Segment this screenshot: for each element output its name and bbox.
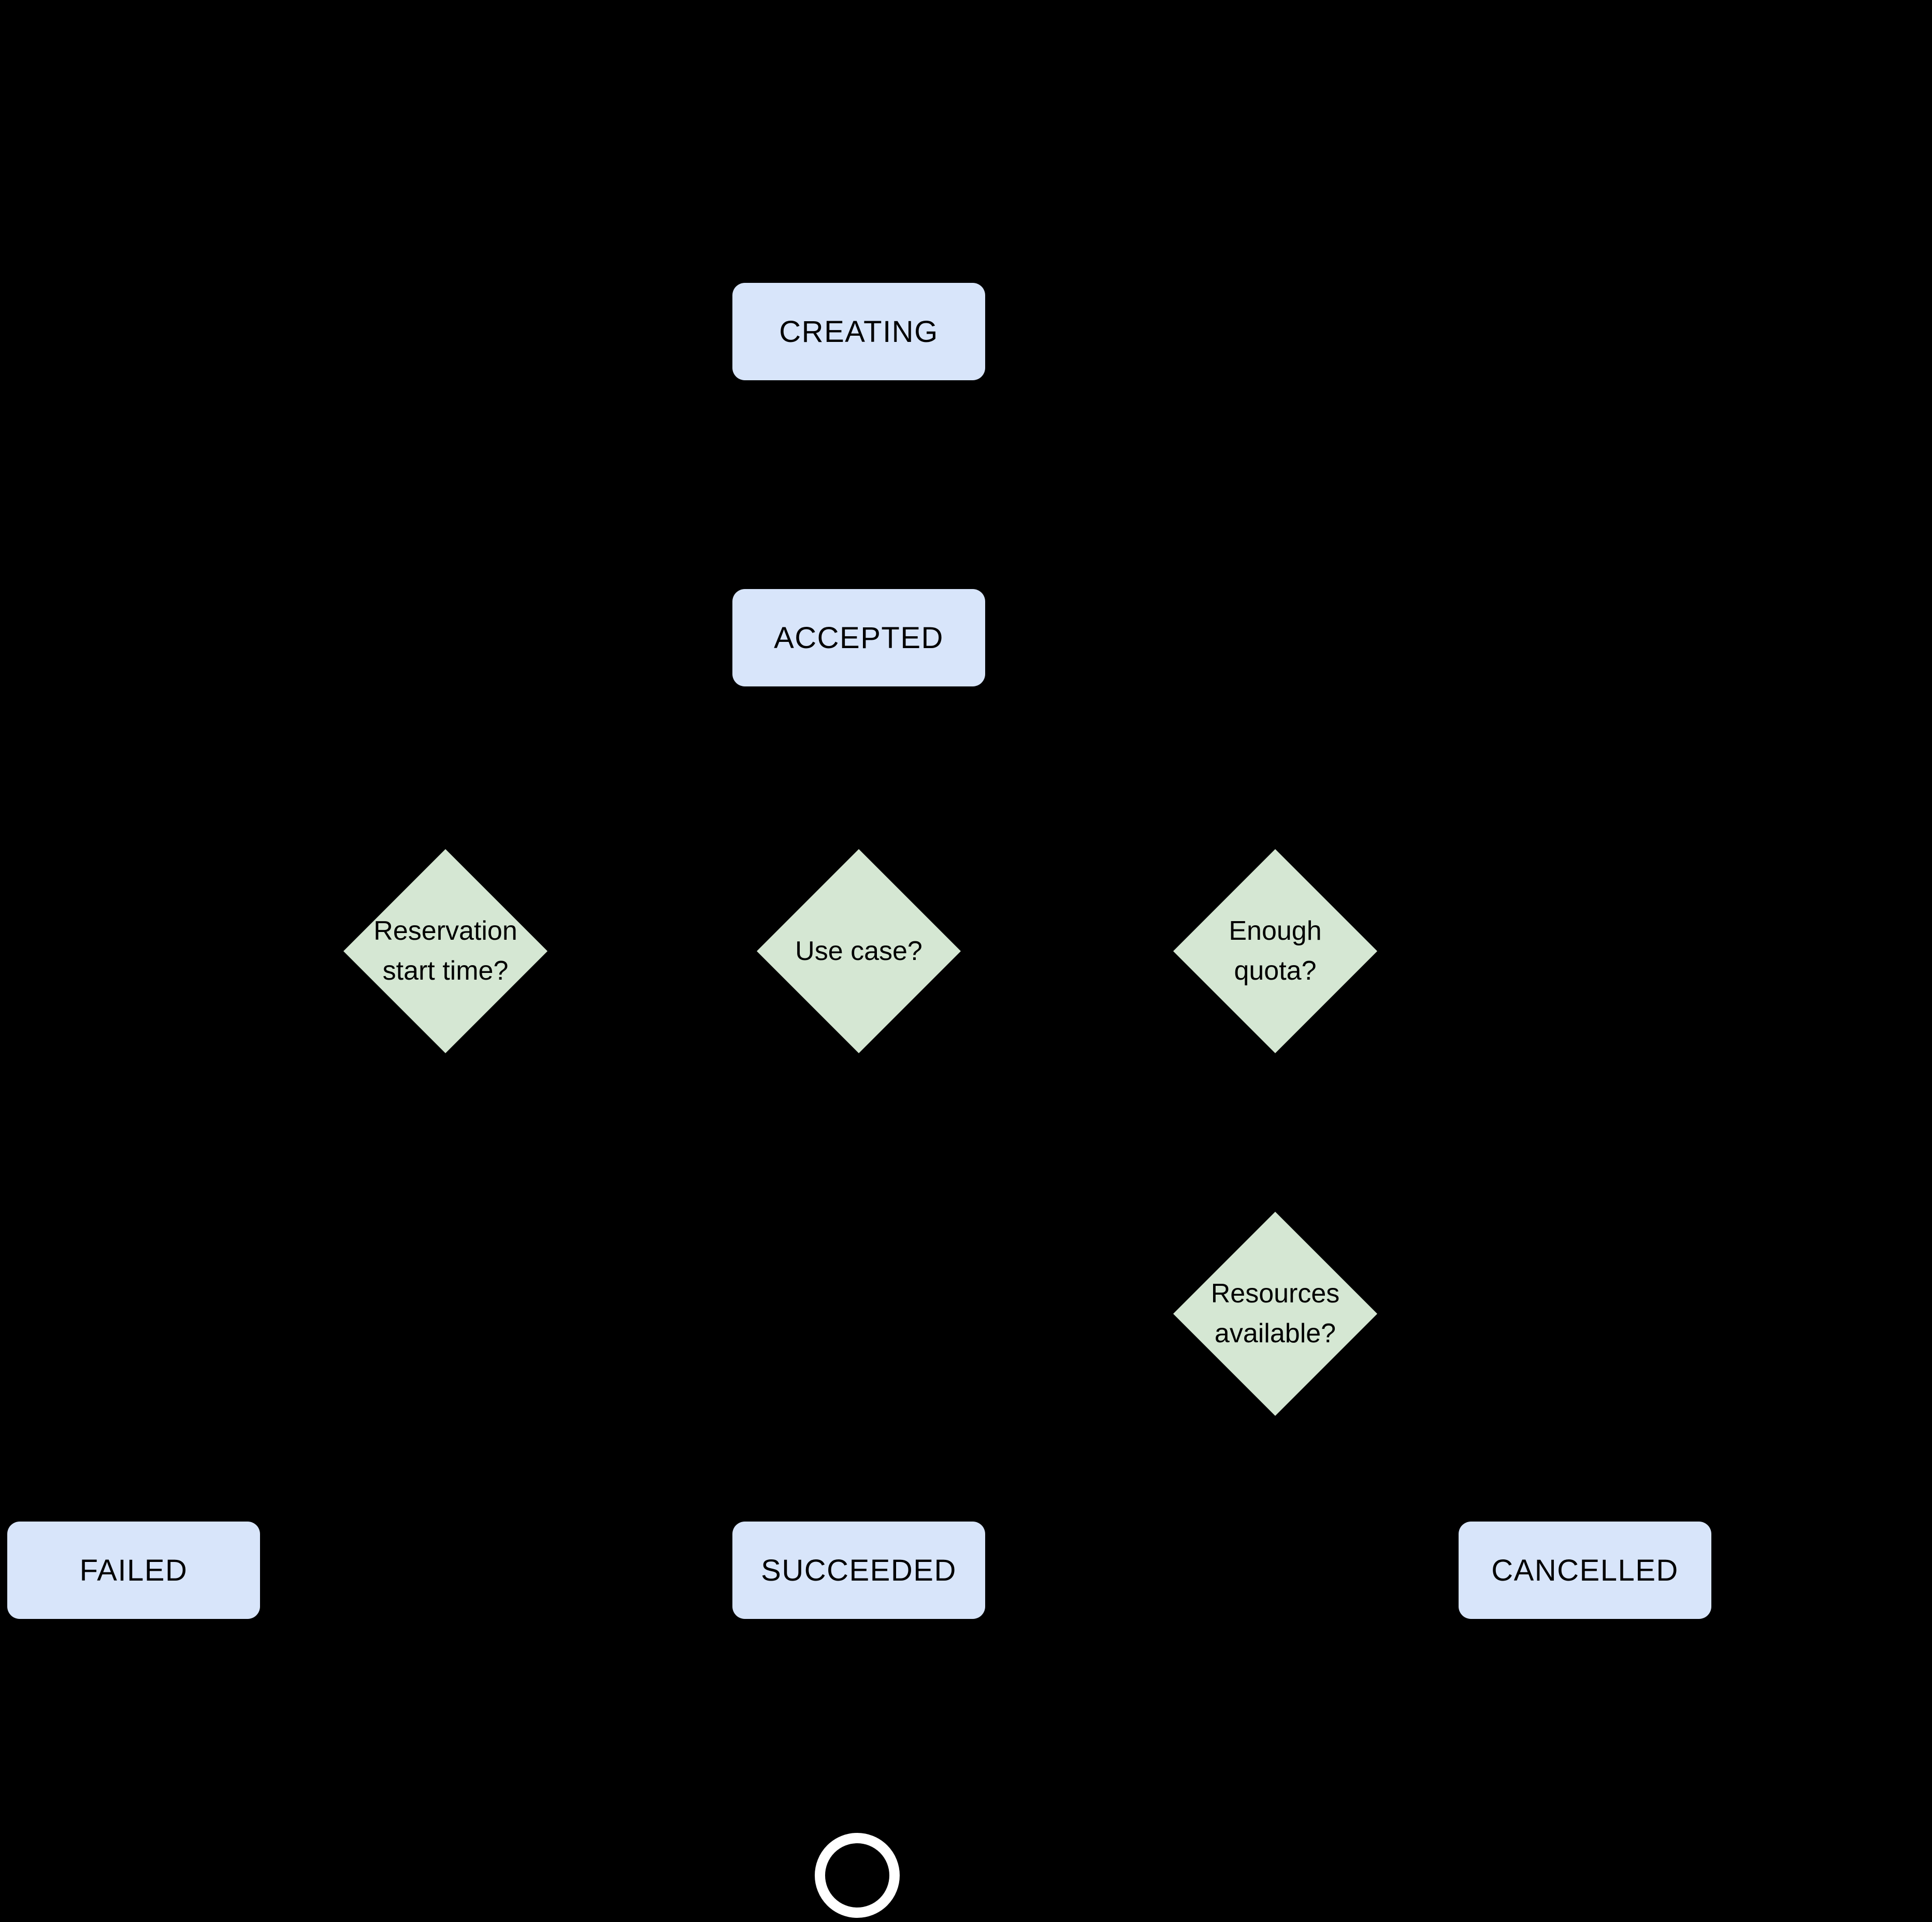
- decision-label-line: Enough: [1229, 916, 1322, 946]
- state-accepted-label: ACCEPTED: [774, 621, 944, 655]
- decision-resources-available: Resources available?: [1173, 1212, 1377, 1416]
- end-state-ring-icon: [815, 1833, 900, 1918]
- state-failed-label: FAILED: [79, 1553, 188, 1587]
- state-cancelled: CANCELLED: [1459, 1522, 1711, 1619]
- state-succeeded-label: SUCCEEDED: [761, 1553, 957, 1587]
- decision-label-line: quota?: [1234, 956, 1317, 986]
- state-failed: FAILED: [7, 1522, 260, 1619]
- state-succeeded: SUCCEEDED: [732, 1522, 985, 1619]
- state-creating: CREATING: [732, 283, 985, 380]
- state-creating-label: CREATING: [779, 314, 939, 349]
- decision-label-line: start time?: [382, 956, 509, 986]
- decision-use-case: Use case?: [757, 849, 961, 1053]
- decision-label-line: Use case?: [795, 936, 922, 966]
- decision-reservation-start-time: Reservation start time?: [343, 849, 547, 1053]
- decision-label-line: Reservation: [373, 916, 517, 946]
- state-accepted: ACCEPTED: [732, 589, 985, 686]
- state-cancelled-label: CANCELLED: [1491, 1553, 1679, 1587]
- decision-label-line: Resources: [1210, 1279, 1340, 1309]
- decision-enough-quota: Enough quota?: [1173, 849, 1377, 1053]
- decision-label-line: available?: [1214, 1318, 1336, 1349]
